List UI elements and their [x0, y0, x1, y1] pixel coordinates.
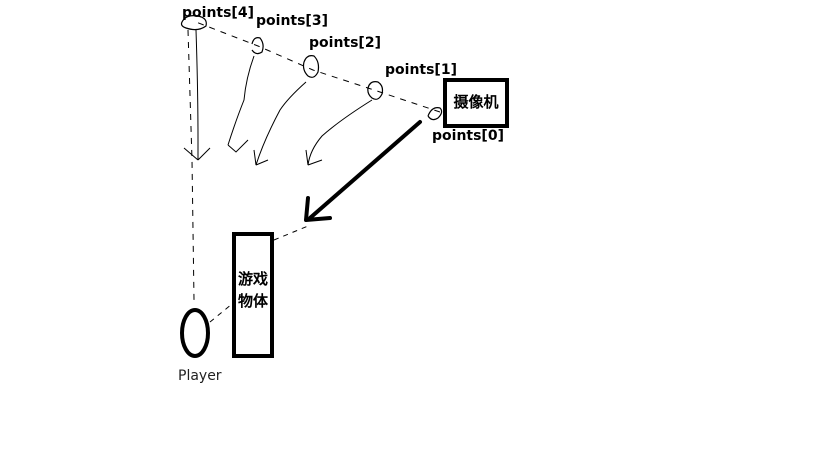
point-marker-2: [302, 55, 320, 78]
label-points-4: points[4]: [182, 5, 254, 21]
camera-view-arrow: [308, 120, 422, 220]
game-object-box: [232, 232, 274, 358]
vertical-dashed-line: [187, 29, 195, 301]
sketch-arrow-2: [253, 81, 307, 166]
player-ellipse: [180, 308, 210, 358]
camera-view-arrowhead: [304, 196, 332, 222]
game-object-label-line2: 物体: [237, 292, 268, 310]
label-points-2: points[2]: [309, 35, 381, 51]
point-marker-1: [367, 81, 384, 100]
camera-path-dashed: [195, 21, 441, 113]
label-points-1: points[1]: [385, 62, 457, 78]
point-marker-3: [251, 37, 264, 55]
game-object-label-line1: 游戏: [237, 270, 268, 288]
object-to-arrow-dashed: [273, 225, 309, 241]
camera-label: 摄像机: [453, 93, 499, 111]
sketch-arrow-3: [227, 55, 255, 153]
sketch-arrow-1: [305, 99, 373, 166]
point-marker-4: [180, 15, 207, 31]
label-points-0: points[0]: [432, 128, 504, 144]
point-marker-0: [427, 107, 443, 121]
camera-box: [443, 78, 509, 128]
label-points-3: points[3]: [256, 13, 328, 29]
sketch-arrow-4: [183, 29, 211, 161]
player-label: Player: [178, 368, 222, 384]
player-to-object-dashed: [209, 303, 233, 323]
